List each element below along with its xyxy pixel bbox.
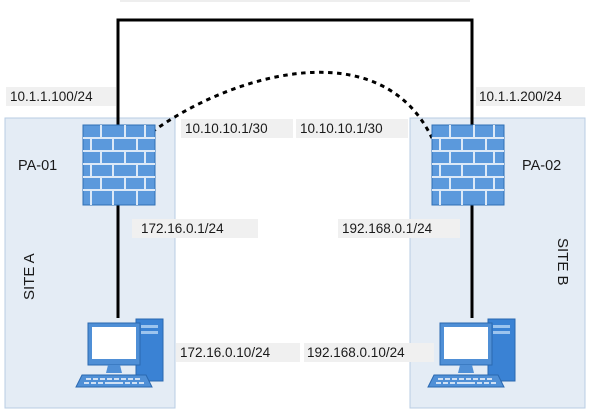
desktop-computer-icon [427,318,516,388]
wan-link [116,18,474,130]
fw-a-inside-ip: 172.16.0.1/24 [141,221,224,236]
label-bg [176,343,300,362]
label-bg [338,219,460,238]
fw-a-outside-ip: 10.1.1.100/24 [10,89,93,104]
firewall-icon [82,124,156,206]
firewall-icon [431,124,505,206]
desktop-computer-icon [75,318,164,388]
fw-b-tunnel-ip: 10.10.10.1/30 [300,121,383,136]
fw-a-tunnel-ip: 10.10.10.1/30 [185,121,268,136]
firewall-a-label: PA-01 [18,158,57,174]
fw-b-inside-ip: 192.168.0.1/24 [342,221,433,236]
label-bg [296,119,408,138]
label-bg [476,87,585,106]
site-a-label: SITE A [21,253,38,300]
firewall-b-label: PA-02 [522,158,561,174]
site-b-label: SITE B [554,238,571,286]
fw-b-outside-ip: 10.1.1.200/24 [479,89,562,104]
pc-a-ip: 172.16.0.10/24 [180,345,271,360]
vpn-tunnel-link [151,70,434,139]
label-bg [132,219,258,238]
label-bg [6,87,116,106]
label-bg [304,343,434,362]
pc-b-ip: 192.168.0.10/24 [307,345,405,360]
label-bg [181,119,293,138]
